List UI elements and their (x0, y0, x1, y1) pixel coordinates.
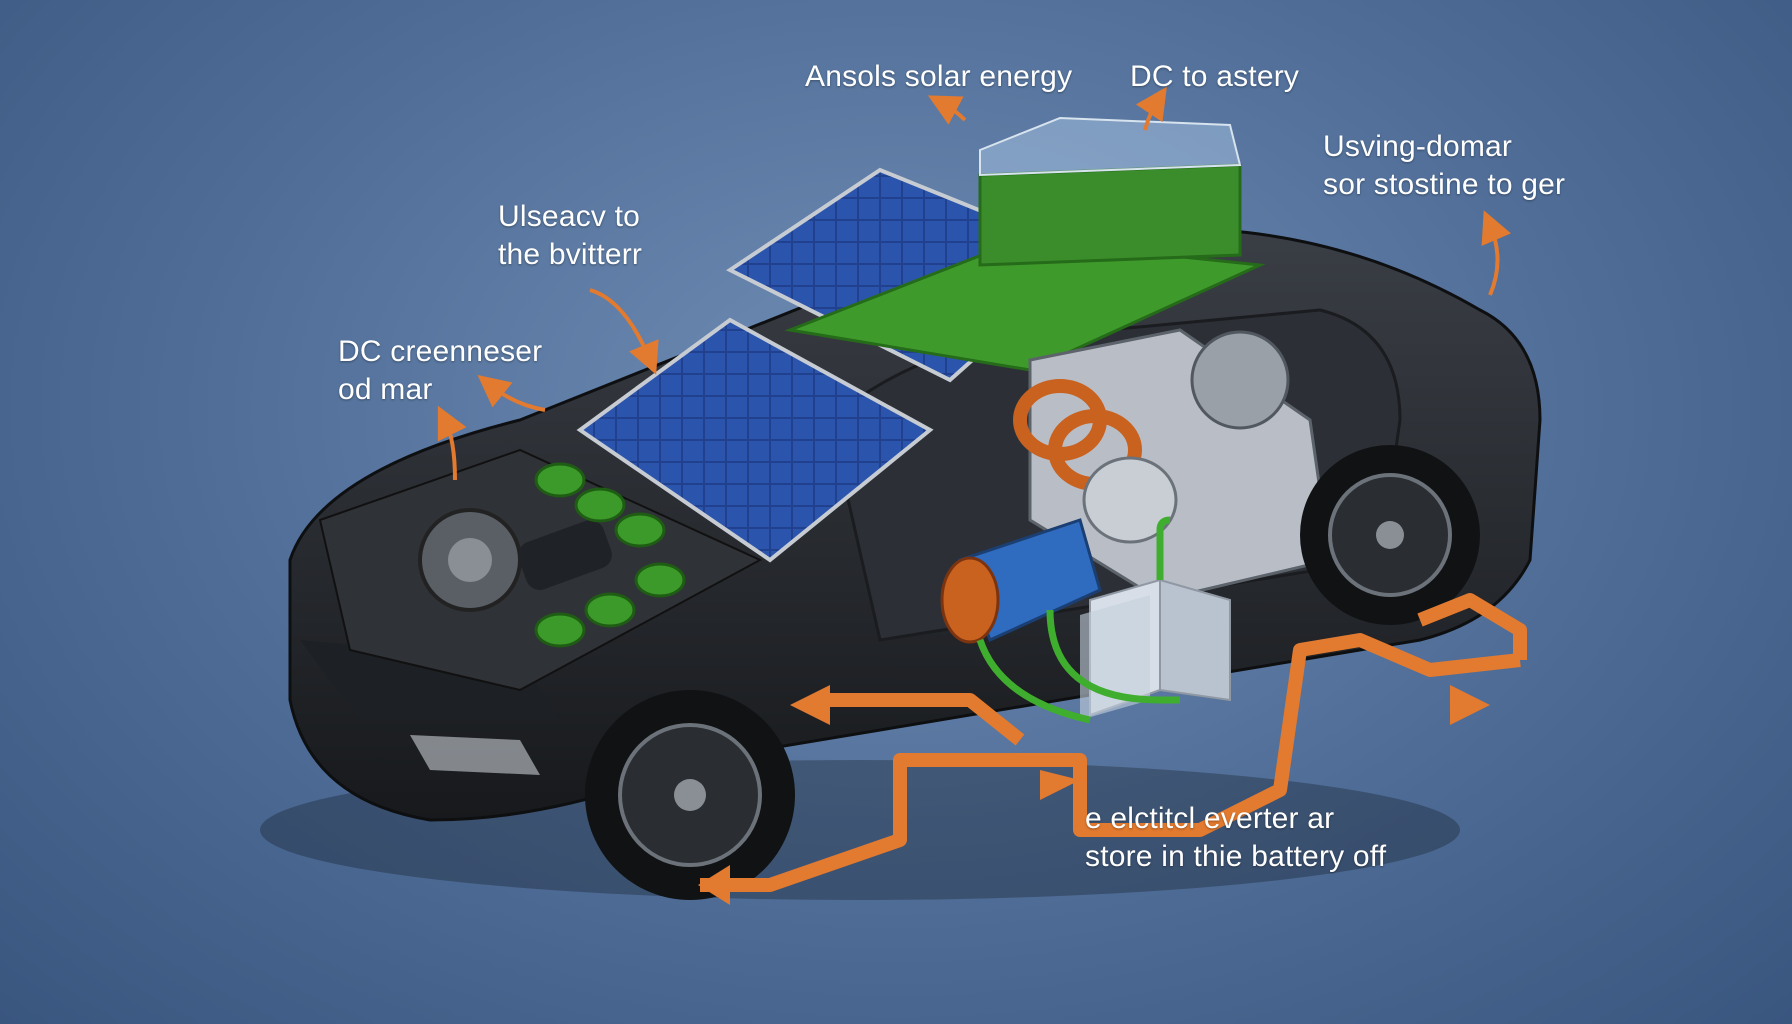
label-left-line1: DC creenneser (338, 335, 543, 368)
coil-cylinder (940, 518, 1102, 644)
label-top-left-text: Ansols solar energy (805, 60, 1073, 93)
electric-motor (1013, 328, 1332, 602)
label-left: DC creenneser od mar (338, 333, 542, 409)
label-right-line1: Usving-domar (1323, 130, 1513, 163)
green-board (784, 116, 1266, 372)
label-upper-left-line2: the bvitterr (498, 238, 643, 271)
front-wheel (585, 690, 795, 900)
label-bottom-line2: store in thie battery off (1085, 840, 1387, 873)
label-upper-left: Ulseacv to the bvitterr (498, 198, 642, 274)
callout-arrows (437, 86, 1512, 481)
solar-panel-front (576, 317, 934, 563)
label-top-left: Ansols solar energy (805, 58, 1072, 96)
label-bottom-line1: e elctitcl everter ar (1085, 802, 1335, 835)
label-right: Usving-domar sor stostine to ger (1323, 128, 1565, 204)
engine-bay (318, 448, 763, 692)
label-upper-left-line1: Ulseacv to (498, 200, 641, 233)
energy-flow-pipes (700, 593, 1527, 892)
label-right-line2: sor stostine to ger (1323, 168, 1566, 201)
headlight (410, 735, 540, 775)
label-top-right: DC to astery (1130, 58, 1299, 96)
battery-box (1080, 578, 1231, 720)
green-cables (976, 516, 1180, 724)
label-top-right-text: DC to astery (1130, 60, 1300, 93)
flow-arrowheads (698, 685, 1490, 905)
label-left-line2: od mar (338, 373, 433, 406)
label-bottom: e elctitcl everter ar store in thie batt… (1085, 800, 1386, 876)
rear-wheel (1300, 445, 1480, 625)
